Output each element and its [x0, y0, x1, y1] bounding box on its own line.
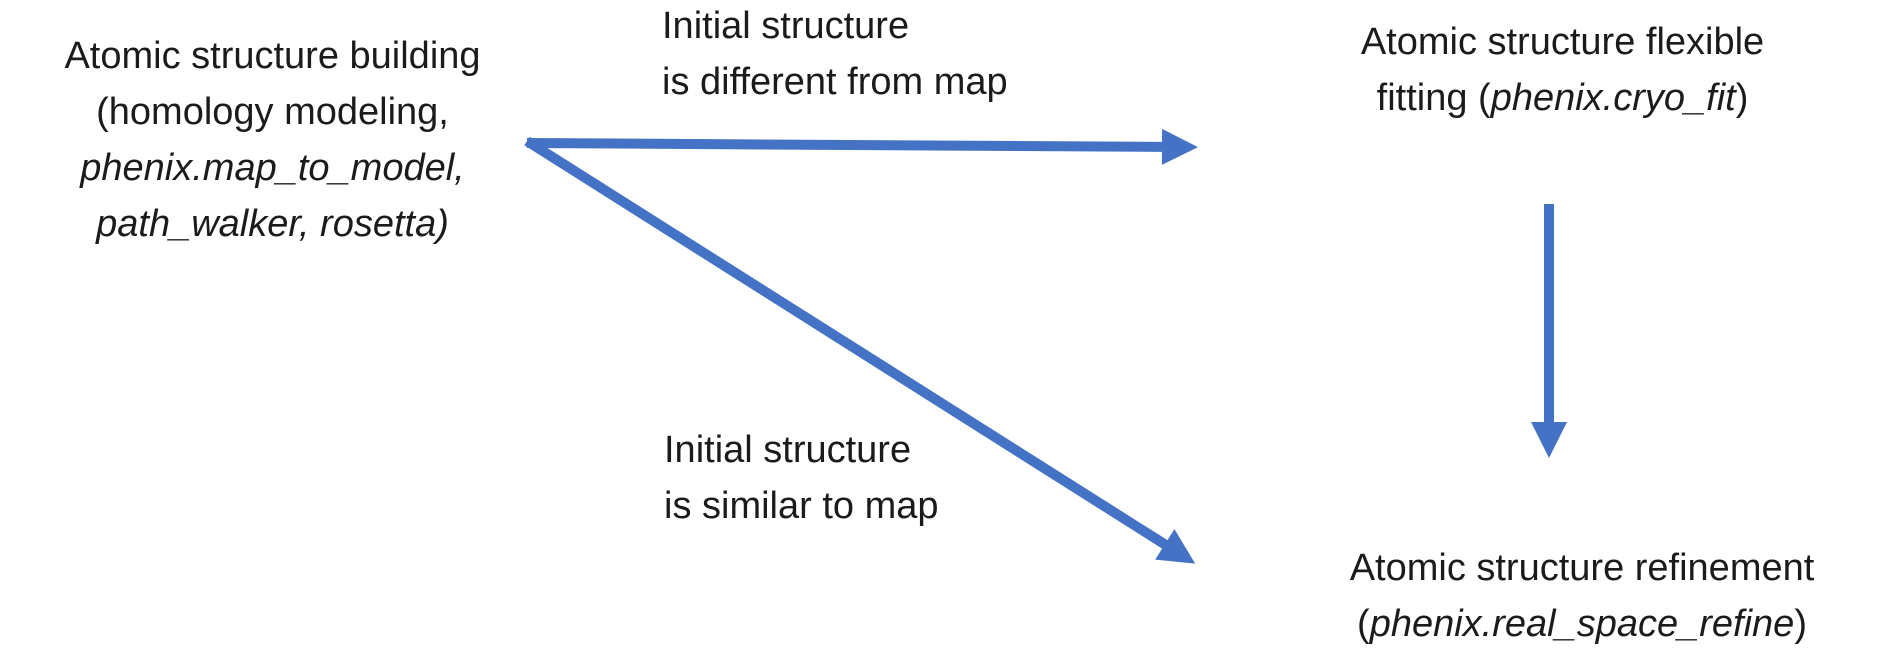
node-refinement-line2-suffix: )	[1794, 603, 1807, 645]
node-refinement-line2: (phenix.real_space_refine)	[1282, 596, 1882, 652]
node-fitting-line2-prefix: fitting (	[1376, 77, 1491, 119]
node-refinement: Atomic structure refinement (phenix.real…	[1282, 540, 1882, 652]
node-refinement-line2-prefix: (	[1357, 603, 1370, 645]
node-fitting-line2: fitting (phenix.cryo_fit)	[1300, 70, 1825, 126]
edge-label-similar-line2: is similar to map	[664, 485, 939, 527]
node-refinement-line1: Atomic structure refinement	[1349, 547, 1815, 589]
arrow-building-to-fitting	[526, 128, 1198, 165]
node-flexible-fitting: Atomic structure flexible fitting (pheni…	[1300, 14, 1825, 126]
node-building-line4: path_walker, rosetta)	[96, 203, 449, 245]
edge-label-different-line2: is different from map	[662, 61, 1008, 103]
node-fitting-line2-suffix: )	[1735, 77, 1749, 119]
edge-label-similar: Initial structure is similar to map	[664, 422, 939, 534]
node-building-line3: phenix.map_to_model,	[80, 147, 465, 189]
node-building-line2: (homology modeling,	[96, 91, 449, 133]
node-fitting-line1: Atomic structure flexible	[1360, 21, 1765, 63]
node-structure-building: Atomic structure building (homology mode…	[0, 28, 545, 252]
edge-label-different: Initial structure is different from map	[662, 0, 1008, 110]
edge-label-similar-line1: Initial structure	[664, 429, 912, 471]
node-building-line1: Atomic structure building	[64, 35, 481, 77]
edge-label-different-line1: Initial structure	[662, 5, 910, 47]
node-fitting-tool-name: phenix.cryo_fit	[1490, 77, 1736, 119]
node-refinement-tool-name: phenix.real_space_refine	[1369, 603, 1795, 645]
